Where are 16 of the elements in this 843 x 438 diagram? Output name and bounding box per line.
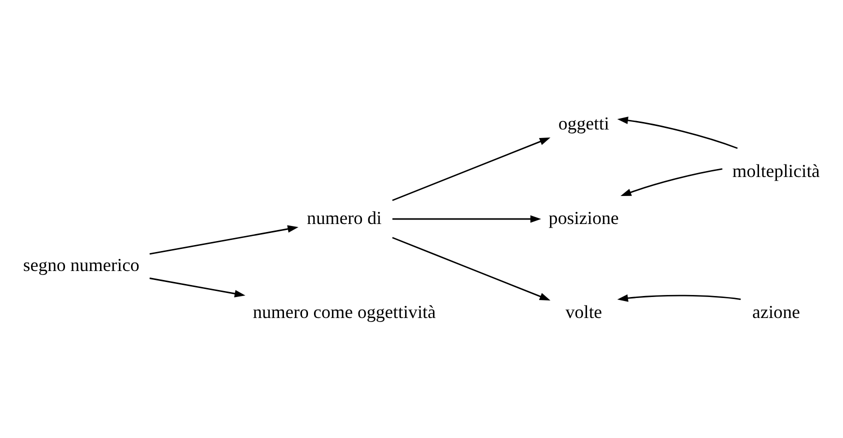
node-text: volte: [565, 302, 602, 322]
node-text: numero di: [306, 208, 382, 228]
node-text: segno numerico: [23, 254, 140, 275]
arrow: [392, 236, 550, 300]
node-text: molteplicità: [732, 160, 820, 181]
arrow: [392, 215, 542, 223]
node-text: numero come oggettività: [252, 302, 436, 322]
node-text: azione: [752, 302, 800, 322]
node-text: posizione: [548, 208, 619, 228]
arrow: [150, 278, 246, 298]
arrow: [392, 138, 550, 202]
arrow: [617, 116, 738, 149]
arrow: [620, 168, 722, 196]
arrow: [150, 225, 298, 255]
arrow: [617, 294, 741, 302]
node-text: oggetti: [558, 114, 610, 134]
